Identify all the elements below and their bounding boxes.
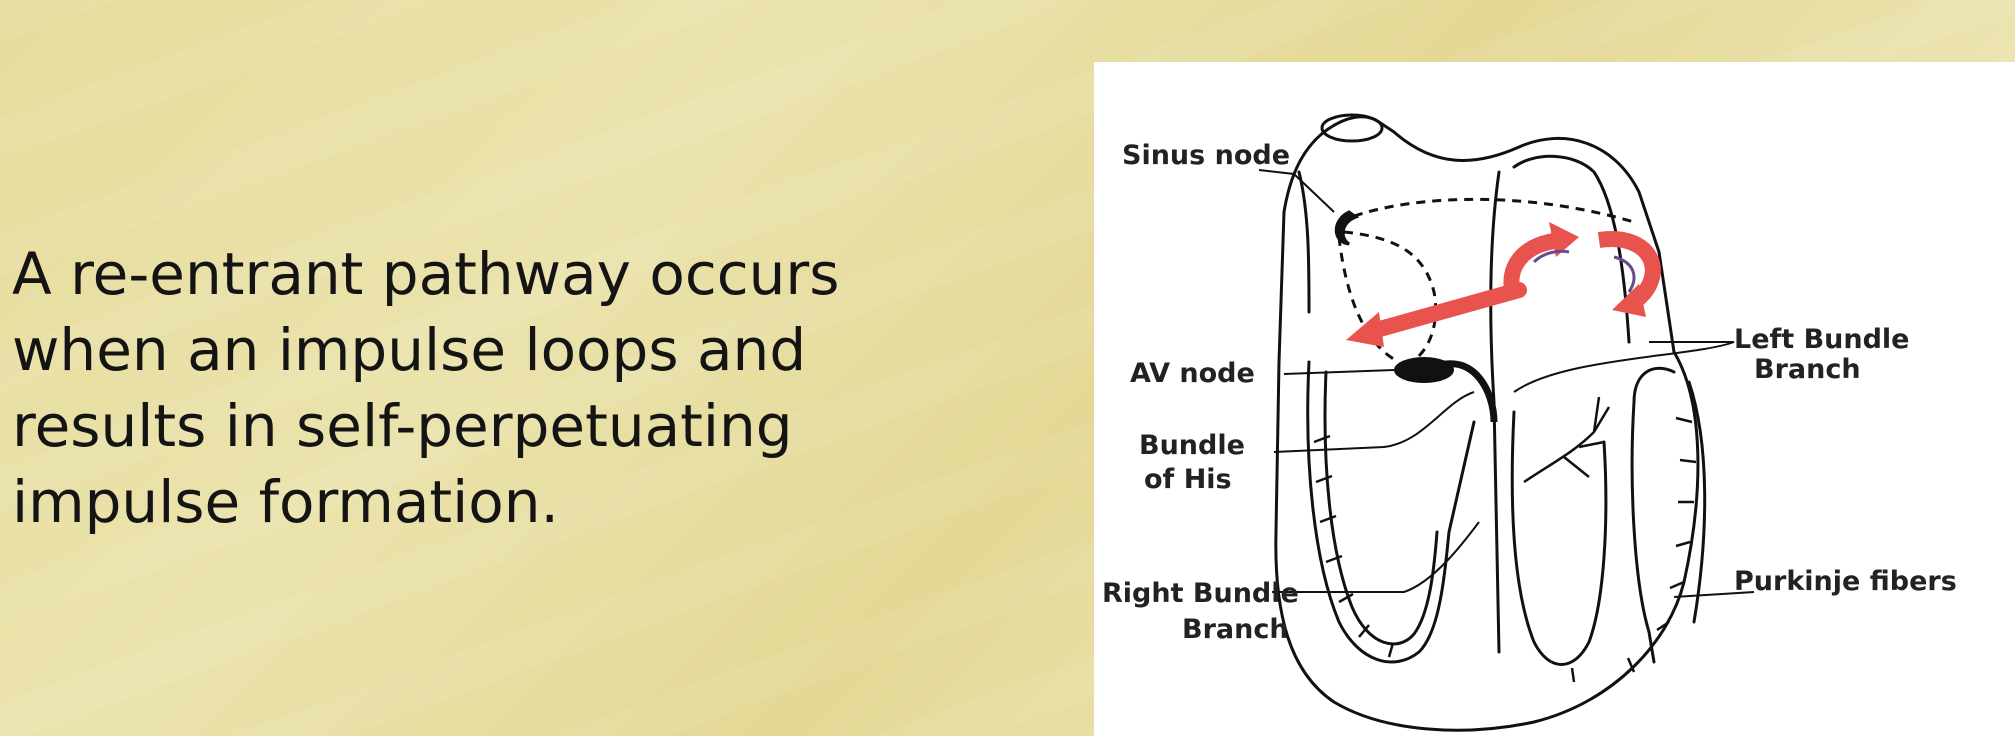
right-ventricle-wall bbox=[1306, 360, 1476, 664]
left-ventricle-wall bbox=[1630, 366, 1676, 664]
atrial-inner-line bbox=[1297, 170, 1311, 314]
label-right-bundle-2: Branch bbox=[1182, 614, 1289, 645]
text-line: A re-entrant pathway occurs bbox=[12, 240, 840, 308]
text-line: results in self-perpetuating bbox=[12, 392, 793, 460]
leader-sinus bbox=[1258, 169, 1335, 213]
reentry-straight-arrow bbox=[1361, 282, 1527, 340]
internodal-path-1 bbox=[1338, 197, 1635, 224]
text-line: when an impulse loops and bbox=[12, 316, 807, 384]
sinus-node bbox=[1334, 210, 1360, 246]
heart-conduction-diagram: Sinus node AV node Bundle of His Right B… bbox=[1094, 62, 2015, 736]
purkinje-ticks-left bbox=[1570, 416, 1697, 683]
purkinje-ticks-right bbox=[1313, 434, 1395, 658]
text-line: impulse formation. bbox=[12, 468, 559, 536]
leader-purkinje bbox=[1673, 591, 1755, 598]
reentry-loop-accent bbox=[1532, 249, 1636, 293]
slide-body-text: A re-entrant pathway occurs when an impu… bbox=[12, 236, 932, 540]
label-bundle-his-1: Bundle bbox=[1139, 430, 1245, 461]
left-ventricle-inner bbox=[1687, 380, 1707, 624]
reentry-loop-left-head bbox=[1549, 222, 1579, 257]
label-left-bundle-2: Branch bbox=[1754, 354, 1861, 385]
internodal-path-2 bbox=[1343, 230, 1438, 369]
reentry-loop-left bbox=[1503, 232, 1565, 300]
right-ventricle-inner bbox=[1323, 370, 1439, 646]
label-bundle-his-2: of His bbox=[1144, 464, 1232, 495]
label-av-node: AV node bbox=[1130, 358, 1255, 389]
label-purkinje: Purkinje fibers bbox=[1734, 566, 1957, 597]
reentry-arrows bbox=[1346, 222, 1661, 347]
label-sinus-node: Sinus node bbox=[1122, 140, 1290, 171]
reentry-loop-right-head bbox=[1612, 284, 1646, 317]
label-left-bundle-1: Left Bundle bbox=[1734, 324, 1910, 355]
vena-cava-opening bbox=[1320, 113, 1384, 143]
reentry-arrowhead bbox=[1346, 312, 1384, 347]
reentry-loop-right bbox=[1597, 231, 1661, 309]
internodal-path-3 bbox=[1337, 236, 1400, 364]
left-ventricle-outer bbox=[1510, 410, 1608, 666]
label-right-bundle-1: Right Bundle bbox=[1102, 578, 1299, 609]
leader-left-bundle bbox=[1513, 341, 1735, 393]
bundle-of-his bbox=[1432, 360, 1498, 423]
heart-outline bbox=[1274, 115, 1700, 732]
septum-right bbox=[1512, 154, 1631, 344]
left-branch-tree bbox=[1523, 396, 1611, 484]
heart-diagram-svg: Sinus node AV node Bundle of His Right B… bbox=[1102, 113, 1957, 732]
leader-av bbox=[1283, 369, 1395, 375]
leader-right-bundle bbox=[1272, 521, 1480, 593]
leader-his bbox=[1273, 391, 1475, 453]
